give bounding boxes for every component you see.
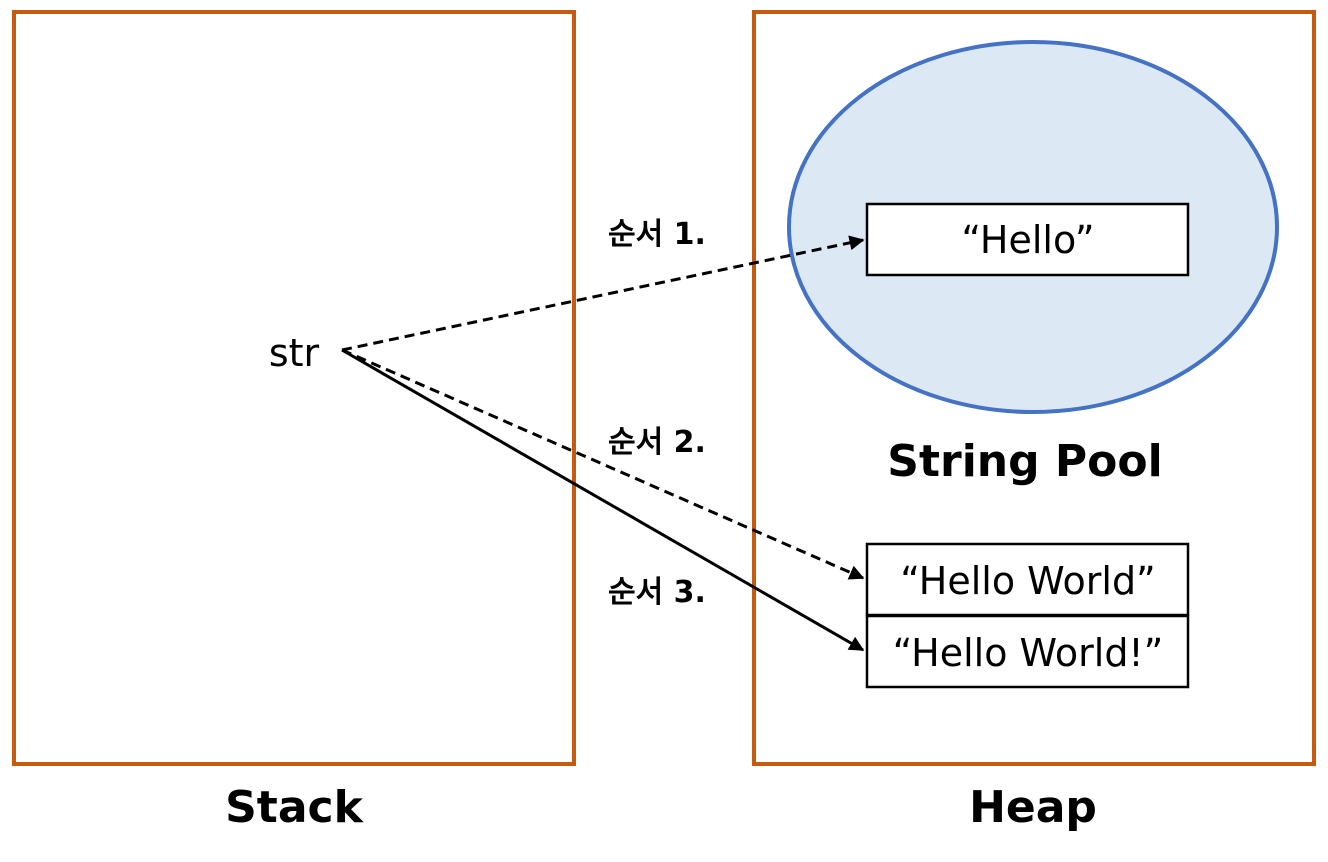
heap-label: Heap xyxy=(969,782,1097,833)
stack-frame xyxy=(12,10,576,766)
pool-object-hello xyxy=(865,202,1190,277)
step-1-arrow xyxy=(341,235,865,352)
step-2-label: 순서 2. xyxy=(608,425,706,460)
string-pool-label: String Pool xyxy=(887,436,1162,487)
variable-str: str xyxy=(269,331,320,375)
step-3-arrow xyxy=(341,348,865,652)
stack-label: Stack xyxy=(225,782,364,833)
string-pool: “Hello” String Pool xyxy=(787,40,1279,487)
stack-region: str Stack xyxy=(12,10,576,833)
step-2-arrow xyxy=(341,348,865,580)
step-labels: 순서 1. 순서 2. 순서 3. xyxy=(608,217,706,610)
heap-object-hello-world-bang xyxy=(865,614,1190,689)
step-3-label: 순서 3. xyxy=(608,575,706,610)
heap-object-hello-world-bang-text: “Hello World!” xyxy=(893,631,1164,675)
pool-object-hello-text: “Hello” xyxy=(961,218,1094,262)
heap-object-hello-world-text: “Hello World” xyxy=(900,559,1156,603)
heap-region: “Hello” String Pool “Hello World” “Hello… xyxy=(752,10,1316,833)
reference-arrows xyxy=(341,235,865,652)
step-1-label: 순서 1. xyxy=(608,217,706,252)
